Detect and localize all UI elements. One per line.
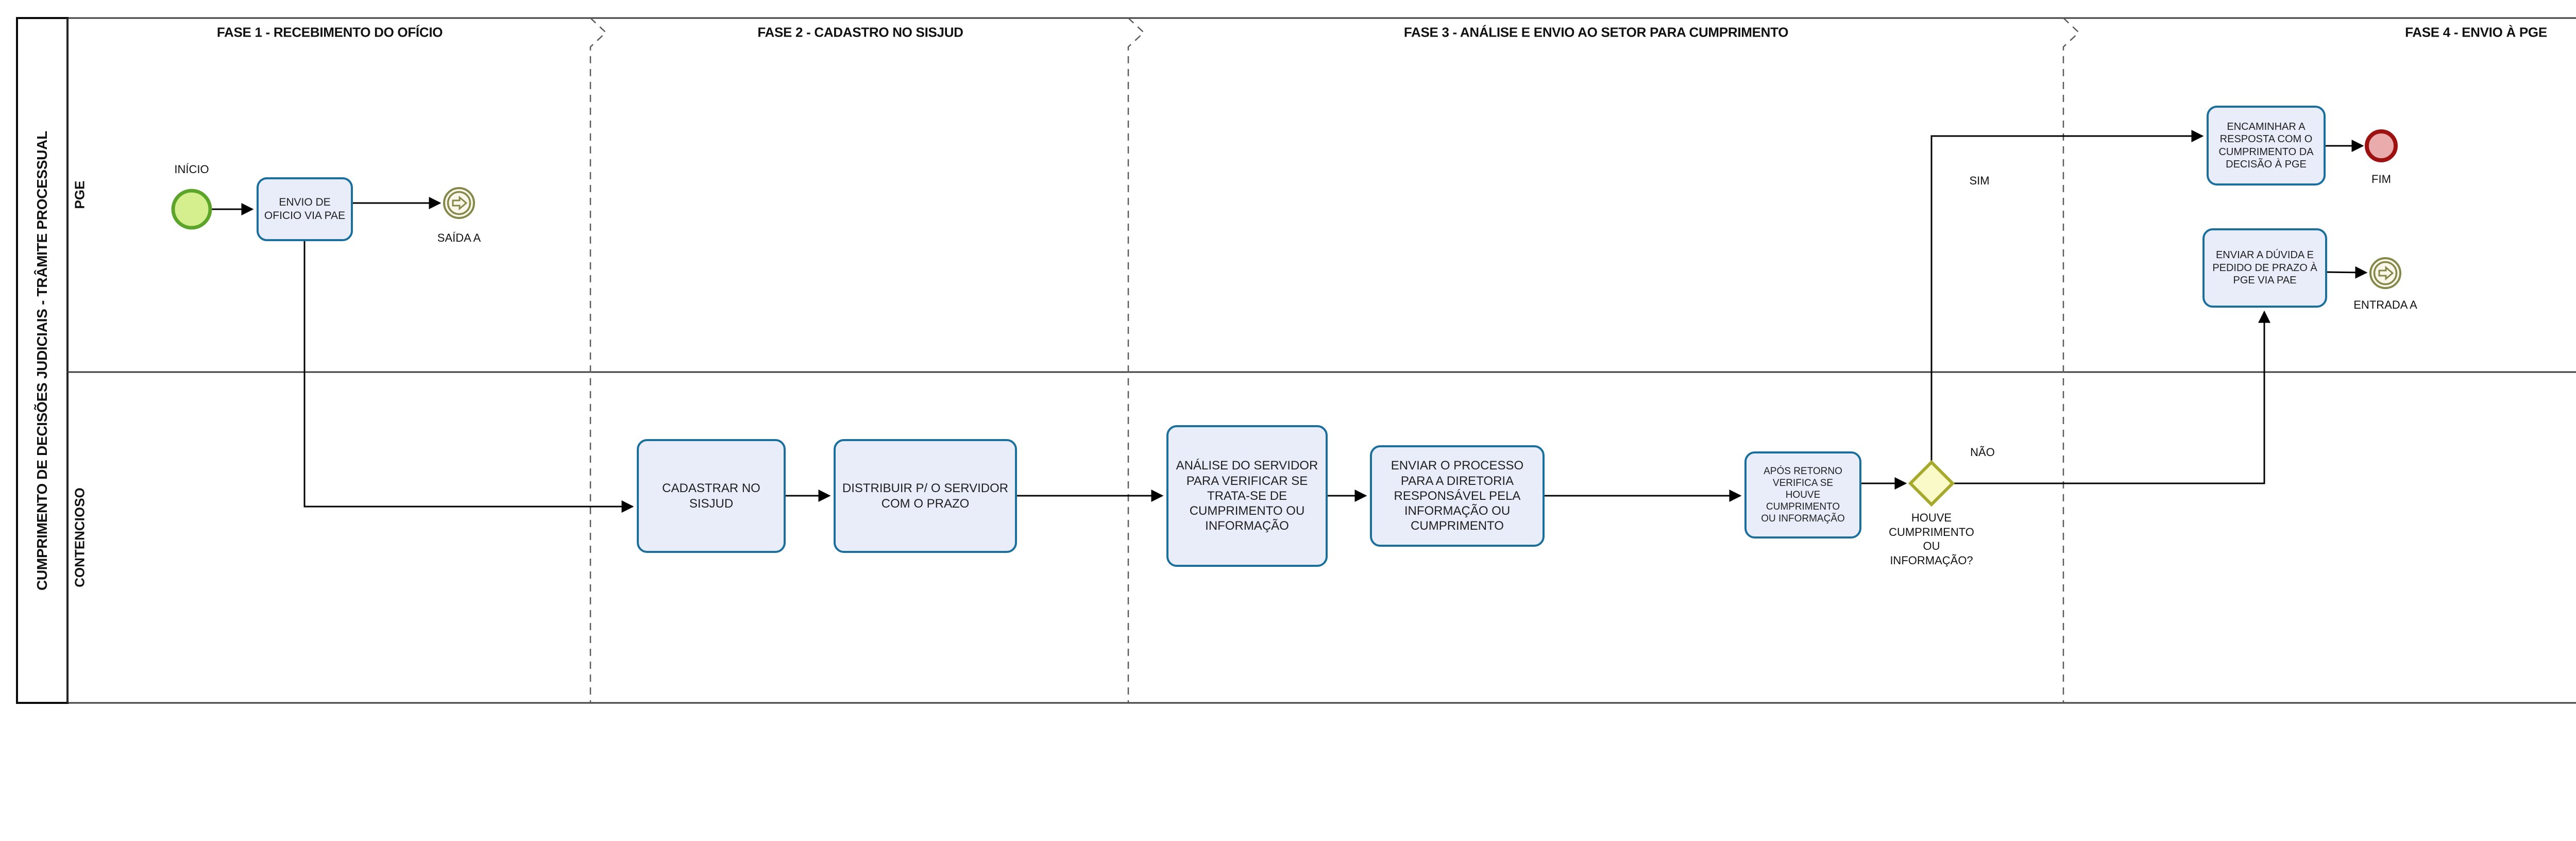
end-event[interactable]: [2365, 129, 2398, 162]
link-throw-event-saida-a[interactable]: [443, 187, 475, 219]
task-cadastrar-no-sisjud[interactable]: CADASTRAR NO SISJUD: [637, 439, 786, 553]
lane-label-pge: PGE: [72, 180, 88, 209]
gateway-no-label: NÃO: [1970, 446, 1995, 459]
flow-envio-to-cadastrar: [303, 241, 634, 513]
gateway-yes-label: SIM: [1969, 174, 1990, 187]
task-apos-retorno-verifica[interactable]: APÓS RETORNO VERIFICA SE HOUVE CUMPRIMEN…: [1744, 451, 1861, 539]
task-encaminhar-resposta-pge[interactable]: ENCAMINHAR A RESPOSTA COM O CUMPRIMENTO …: [2207, 106, 2326, 186]
flow-gateway-sim-to-encaminhar: [1930, 130, 2204, 463]
phase-header-1: FASE 1 - RECEBIMENTO DO OFÍCIO: [216, 24, 443, 40]
link-catch-label: ENTRADA A: [2353, 298, 2417, 311]
phase-divider-2: [1127, 18, 1145, 703]
phase-header-4: FASE 4 - ENVIO À PGE: [2405, 24, 2547, 40]
phase-header-3: FASE 3 - ANÁLISE E ENVIO AO SETOR PARA C…: [1403, 24, 1789, 40]
task-distribuir-servidor[interactable]: DISTRIBUIR P/ O SERVIDOR COM O PRAZO: [834, 439, 1017, 553]
phase-divider-1: [589, 18, 607, 703]
end-event-label: FIM: [2371, 173, 2391, 186]
task-envio-de-oficio[interactable]: ENVIO DE OFICIO VIA PAE: [257, 177, 353, 241]
phase-divider-3: [2062, 18, 2080, 703]
exclusive-gateway[interactable]: [1908, 460, 1955, 507]
lane-label-contencioso: CONTENCIOSO: [72, 487, 88, 587]
link-throw-label: SAÍDA A: [437, 231, 481, 244]
link-catch-event-entrada-a[interactable]: [2369, 257, 2401, 289]
task-enviar-duvida-prazo-pge[interactable]: ENVIAR A DÚVIDA E PEDIDO DE PRAZO À PGE …: [2202, 228, 2327, 308]
pool-title: CUMPRIMENTO DE DECISÕES JUDICIAIS - TRÂM…: [34, 131, 50, 591]
task-enviar-processo-diretoria[interactable]: ENVIAR O PROCESSO PARA A DIRETORIA RESPO…: [1370, 445, 1545, 547]
start-event[interactable]: [171, 189, 212, 230]
pool-border: [16, 17, 2576, 704]
gateway-question-label: HOUVE CUMPRIMENTO OU INFORMAÇÃO?: [1889, 511, 1974, 567]
phase-header-2: FASE 2 - CADASTRO NO SISJUD: [757, 24, 963, 40]
flow-enviar-duvida-to-entrada: [2327, 266, 2368, 279]
start-event-label: INÍCIO: [174, 163, 209, 176]
link-arrow-icon: [2378, 265, 2394, 281]
link-arrow-icon: [452, 195, 468, 211]
task-analise-do-servidor[interactable]: ANÁLISE DO SERVIDOR PARA VERIFICAR SE TR…: [1166, 425, 1328, 567]
pool-name-band: [16, 17, 69, 704]
flow-gateway-nao-to-enviar-duvida: [1952, 310, 2270, 484]
